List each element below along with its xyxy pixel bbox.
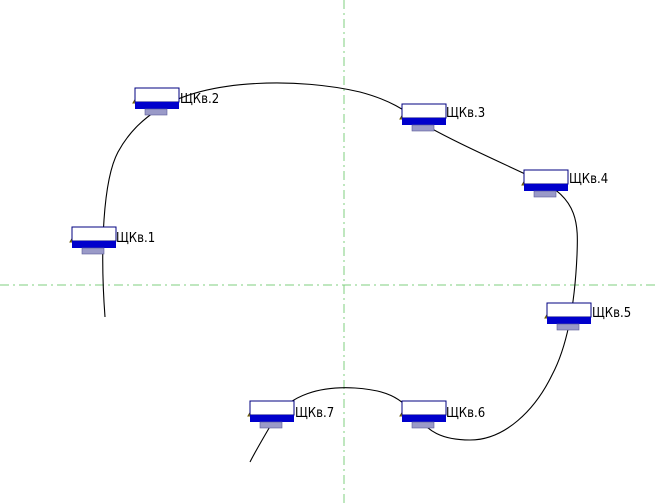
panel-bar [135,102,179,109]
panel-node-3[interactable]: ЩКв.3 [399,103,485,132]
panel-base [81,247,105,255]
panel-node-1[interactable]: ЩКв.1 [69,226,155,255]
panel-bar [250,415,294,422]
panel-base [556,323,580,331]
panel-base [411,124,435,132]
panel-node-5[interactable]: ЩКв.5 [544,302,631,331]
panel-box [71,226,117,242]
panel-base [259,421,283,429]
panel-box [134,87,180,103]
panel-bar [72,241,116,248]
cable-route [102,82,578,463]
panel-base [533,190,557,198]
panel-base [411,421,435,429]
panel-base [144,108,168,116]
panel-node-6[interactable]: ЩКв.6 [399,400,485,429]
panel-label: ЩКв.4 [569,172,608,187]
panel-bar [524,184,568,191]
panel-bar [402,415,446,422]
panel-box [401,103,447,119]
panel-node-4[interactable]: ЩКв.4 [521,169,608,198]
panel-box [249,400,295,416]
panel-label: ЩКв.6 [446,406,485,421]
panel-label: ЩКв.3 [446,106,485,121]
panel-box [523,169,569,185]
panel-node-7[interactable]: ЩКв.7 [247,400,334,429]
panel-label: ЩКв.5 [592,306,631,321]
panel-bar [547,317,591,324]
panel-box [546,302,592,318]
panel-node-2[interactable]: ЩКв.2 [132,87,219,116]
panel-label: ЩКв.7 [295,406,334,421]
panel-box [401,400,447,416]
panel-bar [402,118,446,125]
panel-label: ЩКв.1 [116,231,155,246]
panel-label: ЩКв.2 [180,92,219,107]
